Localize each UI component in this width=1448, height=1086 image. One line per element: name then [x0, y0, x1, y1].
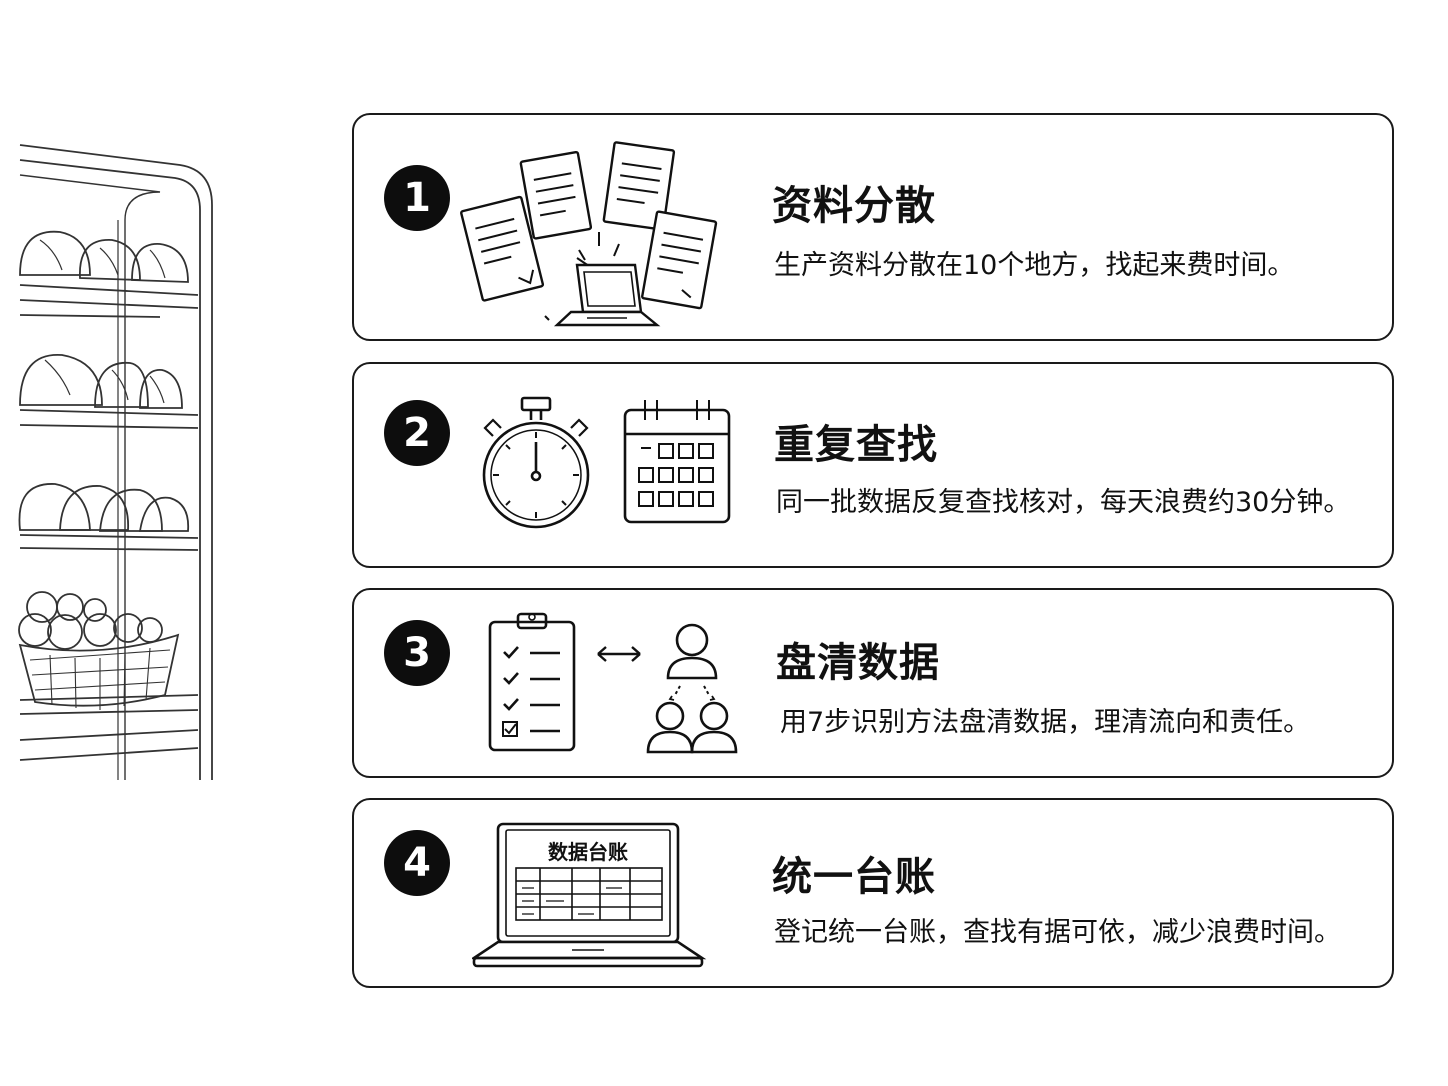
step-title: 资料分散: [772, 183, 936, 229]
step-card-3: 3 盘清数据 用7步识别方法盘清数据，理清流向和责任。: [352, 588, 1394, 778]
step-description: 登记统一台账，查找有据可依，减少浪费时间。: [774, 917, 1341, 948]
step-title: 统一台账: [772, 854, 936, 900]
people-group-icon: [646, 623, 738, 754]
step-title: 盘清数据: [776, 640, 940, 686]
step-number-badge: 1: [384, 165, 450, 231]
scattered-documents-laptop-icon: [460, 141, 718, 327]
step-card-4: 4 数据台账 统一台账 登记统一台账，查找有据可依，减少浪费时间。: [352, 798, 1394, 988]
checklist-icon: [488, 612, 576, 752]
stopwatch-icon: [482, 396, 590, 529]
bakery-shelf-illustration: [18, 144, 213, 780]
step-description: 同一批数据反复查找核对，每天浪费约30分钟。: [776, 487, 1351, 518]
step-description: 生产资料分散在10个地方，找起来费时间。: [774, 250, 1295, 281]
step-description: 用7步识别方法盘清数据，理清流向和责任。: [780, 707, 1311, 738]
step-card-2: 2 重复查找 同一批数据反复查找核对，每天浪费约30分钟。: [352, 362, 1394, 568]
laptop-ledger-icon: 数据台账: [472, 820, 707, 970]
step-number-badge: 2: [384, 400, 450, 466]
calendar-icon: [623, 400, 731, 524]
step-card-1: 1 资料分散 生产资料分散在10个地方，找起来费时间。: [352, 113, 1394, 341]
step-title: 重复查找: [774, 422, 938, 468]
double-arrow-icon: [597, 646, 641, 662]
step-number-badge: 3: [384, 620, 450, 686]
ledger-screen-label: 数据台账: [548, 840, 628, 864]
step-number-badge: 4: [384, 830, 450, 896]
